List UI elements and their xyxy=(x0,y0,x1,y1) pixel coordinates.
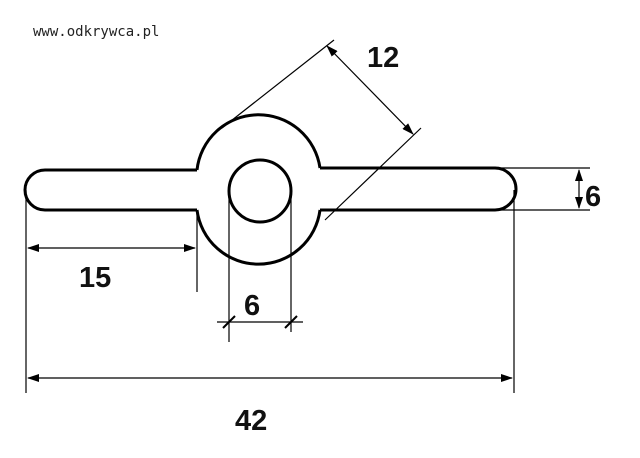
label-bar-height: 6 xyxy=(585,181,601,213)
ring-top-arc xyxy=(195,113,322,171)
part-outline xyxy=(23,113,518,266)
center-hole xyxy=(227,158,293,224)
watermark-text: www.odkrywca.pl xyxy=(33,24,159,40)
ring-bottom-arc xyxy=(195,209,322,266)
tick-hole-right xyxy=(284,315,298,329)
dimension-ring-width xyxy=(221,39,422,221)
dimension-total-length xyxy=(27,190,515,393)
left-arm-outline xyxy=(23,168,197,212)
ext-line-ring-1 xyxy=(221,39,335,129)
ext-line-ring-2 xyxy=(324,127,422,221)
label-ring-width: 12 xyxy=(367,42,399,74)
dimension-hole-diameter xyxy=(217,191,303,342)
dimension-bar-height xyxy=(497,167,590,211)
dimension-left-arm xyxy=(25,190,198,393)
label-left-arm: 15 xyxy=(79,262,111,294)
tick-hole-left xyxy=(222,315,236,329)
dim-line-ring xyxy=(326,45,414,135)
label-hole-diameter: 6 xyxy=(244,290,260,322)
right-arm-outline xyxy=(320,166,518,212)
label-total-length: 42 xyxy=(235,405,267,437)
